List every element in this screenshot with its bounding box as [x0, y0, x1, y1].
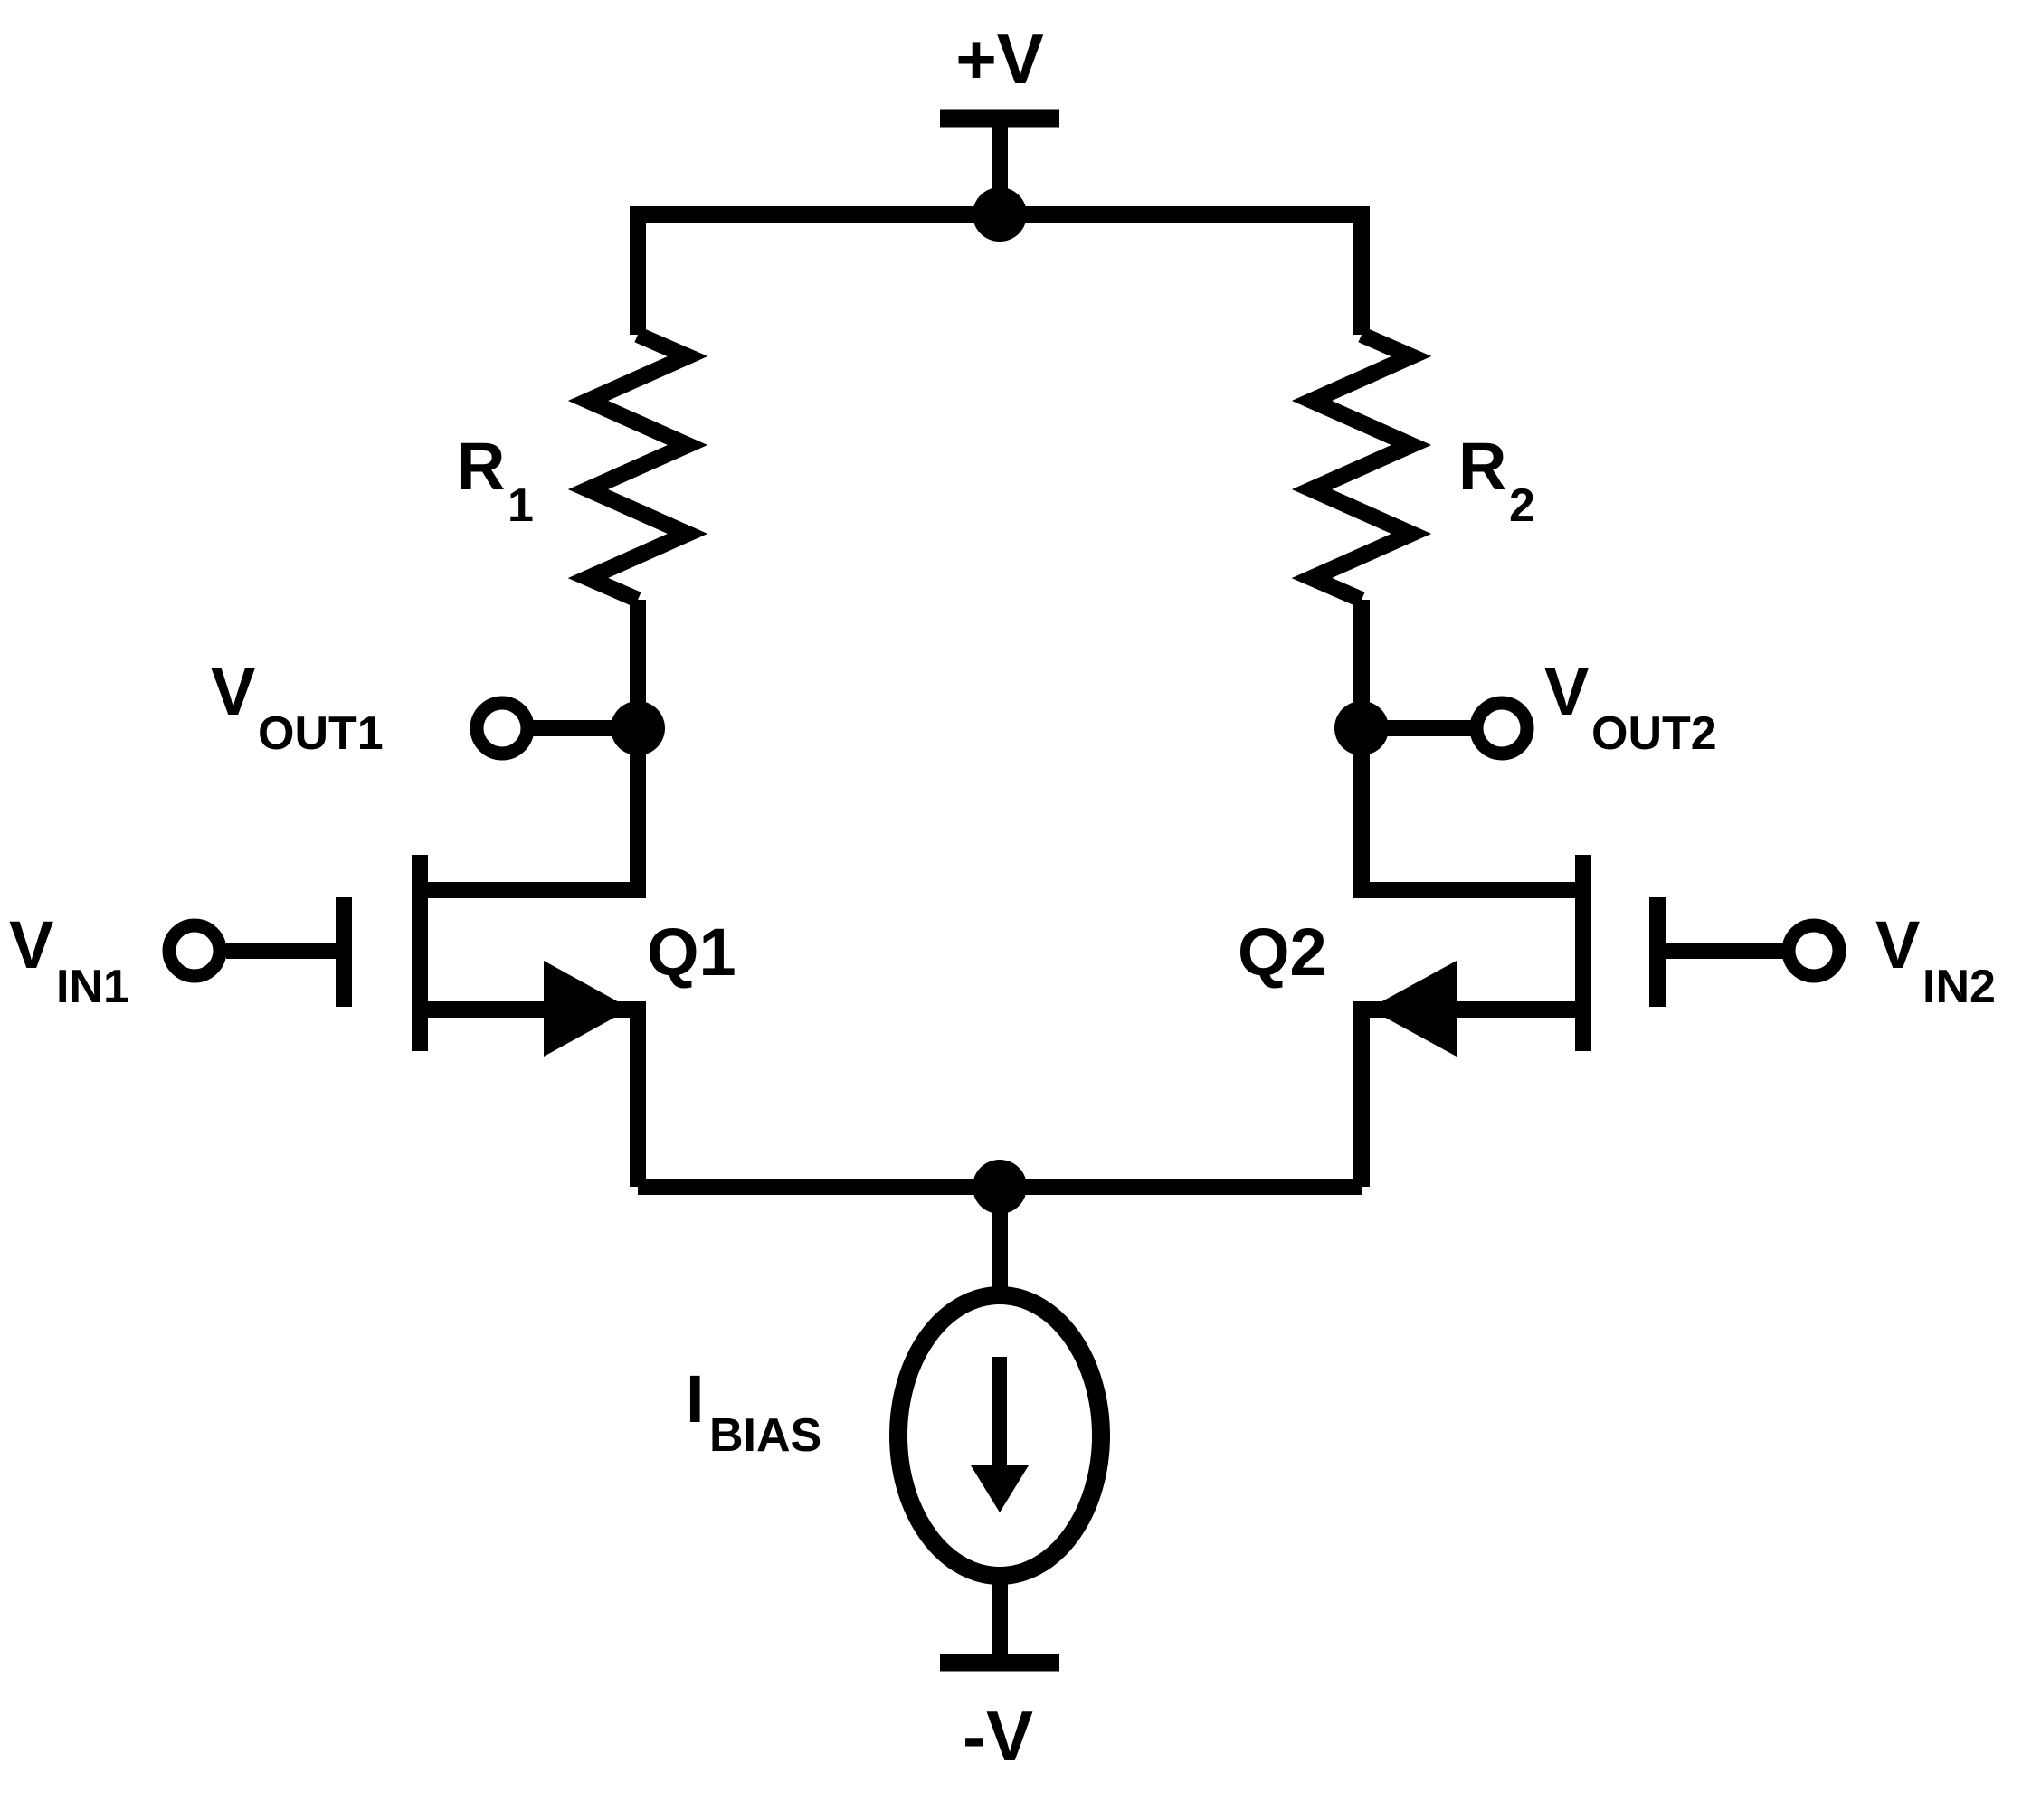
- ibias-label: I: [686, 1361, 705, 1436]
- vin2-terminal: V IN2: [1665, 907, 1996, 1013]
- vin2-label-subscript: IN2: [1922, 961, 1996, 1013]
- positive-supply-label: +V: [955, 19, 1044, 99]
- resistor-r2: R 2: [1291, 327, 1535, 608]
- transistor-q2: Q2: [1238, 855, 1666, 1187]
- negative-supply: -V: [940, 1576, 1059, 1776]
- negative-supply-label: -V: [963, 1696, 1033, 1776]
- current-source-arrowhead-icon: [971, 1465, 1029, 1512]
- r1-label-subscript: 1: [508, 479, 534, 532]
- q2-label: Q2: [1238, 915, 1327, 990]
- vout2-junction-dot: [1334, 701, 1389, 755]
- vout1-junction-dot: [611, 701, 665, 755]
- top-junction-dot: [973, 187, 1027, 242]
- vout2-terminal: V OUT2: [1334, 654, 1717, 761]
- r2-zigzag-icon: [1291, 327, 1432, 608]
- vout2-terminal-circle: [1469, 696, 1534, 761]
- vout1-terminal: V OUT1: [211, 654, 665, 761]
- q2-source-wire: [1353, 1001, 1583, 1187]
- q1-label: Q1: [647, 915, 736, 990]
- q1-source-arrow-icon: [544, 961, 631, 1057]
- vin2-label: V: [1875, 907, 1920, 982]
- r1-label: R: [457, 429, 505, 504]
- vin1-terminal: V IN1: [9, 907, 337, 1013]
- vout1-terminal-circle: [470, 696, 535, 761]
- current-source-ibias: I BIAS: [686, 1286, 1110, 1585]
- r1-zigzag-icon: [567, 327, 708, 608]
- vout2-label-subscript: OUT2: [1591, 707, 1717, 760]
- r2-label-subscript: 2: [1509, 479, 1535, 532]
- vin1-label-subscript: IN1: [56, 961, 129, 1013]
- transistor-q1: Q1: [336, 855, 736, 1187]
- q2-drain-wire: [1353, 600, 1583, 898]
- q2-source-arrow-icon: [1369, 961, 1457, 1057]
- vin2-terminal-circle: [1781, 918, 1846, 983]
- positive-supply: +V: [940, 19, 1059, 214]
- vout2-label: V: [1544, 654, 1589, 729]
- vout1-label: V: [211, 654, 255, 729]
- vin1-label: V: [9, 907, 53, 982]
- q1-source-wire: [420, 1001, 646, 1187]
- ibias-label-subscript: BIAS: [709, 1409, 821, 1462]
- vout1-label-subscript: OUT1: [258, 707, 384, 760]
- resistor-r1: R 1: [457, 327, 708, 608]
- vin1-terminal-circle: [162, 918, 227, 983]
- q1-drain-wire: [420, 600, 646, 898]
- r2-label: R: [1458, 429, 1506, 504]
